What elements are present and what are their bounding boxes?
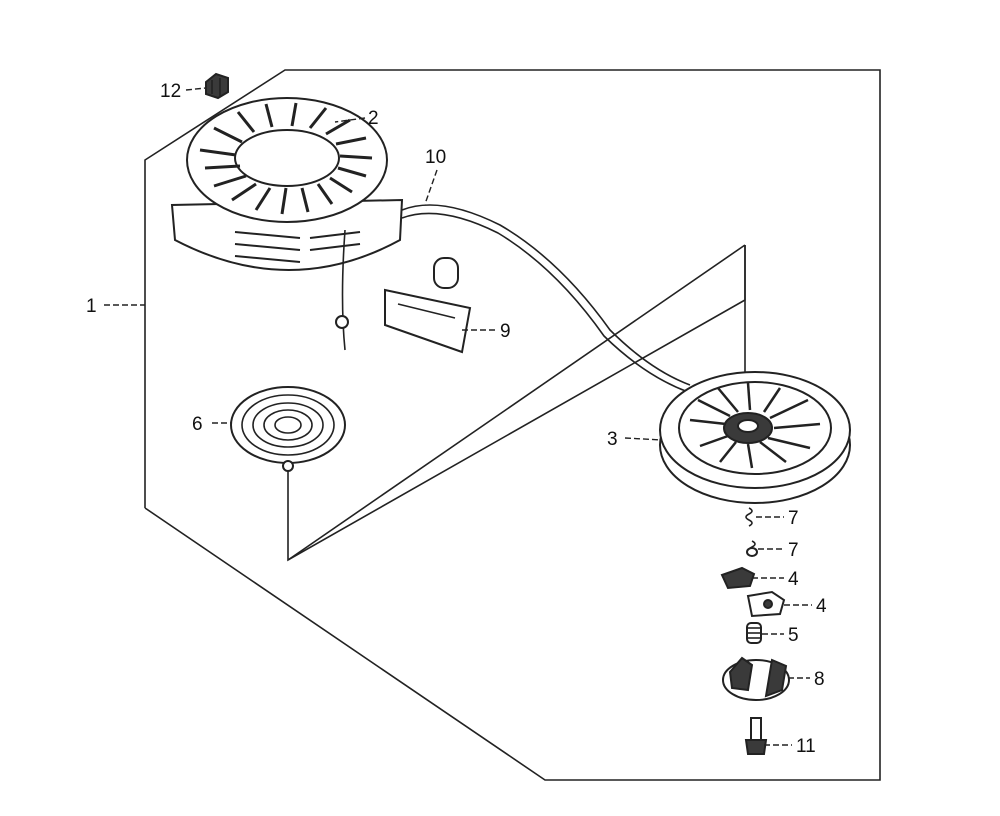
callout-8: 8 — [814, 669, 825, 690]
callout-5: 5 — [788, 625, 799, 646]
part-10-rope[interactable] — [401, 204, 691, 393]
part-3-reel[interactable] — [659, 371, 851, 504]
part-8-friction-plate[interactable] — [722, 656, 790, 701]
part-4-ratchet-upper[interactable] — [720, 566, 756, 590]
part-12-nut[interactable] — [205, 72, 229, 100]
callout-1: 1 — [86, 296, 97, 317]
callout-2: 2 — [368, 108, 379, 129]
part-7-spring-lower[interactable] — [746, 540, 758, 557]
part-7-spring-upper[interactable] — [745, 507, 753, 527]
part-9-grip[interactable] — [384, 257, 472, 354]
part-11-bolt[interactable] — [744, 717, 768, 755]
part-2-starter-case[interactable] — [170, 97, 404, 351]
callout-4-upper: 4 — [788, 569, 799, 590]
part-5-spring[interactable] — [746, 622, 762, 644]
callout-6: 6 — [192, 414, 203, 435]
callouts: 12 2 10 1 9 6 3 7 7 4 4 5 8 11 — [86, 81, 827, 757]
part-4-ratchet-lower[interactable] — [746, 590, 786, 618]
callout-12: 12 — [160, 81, 181, 102]
callout-4-lower: 4 — [816, 596, 827, 617]
callout-7-lower: 7 — [788, 540, 799, 561]
callout-3: 3 — [607, 429, 618, 450]
callout-7-upper: 7 — [788, 508, 799, 529]
callout-11: 11 — [796, 736, 816, 757]
assembly-outline — [144, 69, 881, 781]
callout-10: 10 — [425, 147, 446, 168]
part-6-spring[interactable] — [230, 386, 346, 472]
leader-lines — [104, 87, 812, 746]
callout-9: 9 — [500, 321, 511, 342]
